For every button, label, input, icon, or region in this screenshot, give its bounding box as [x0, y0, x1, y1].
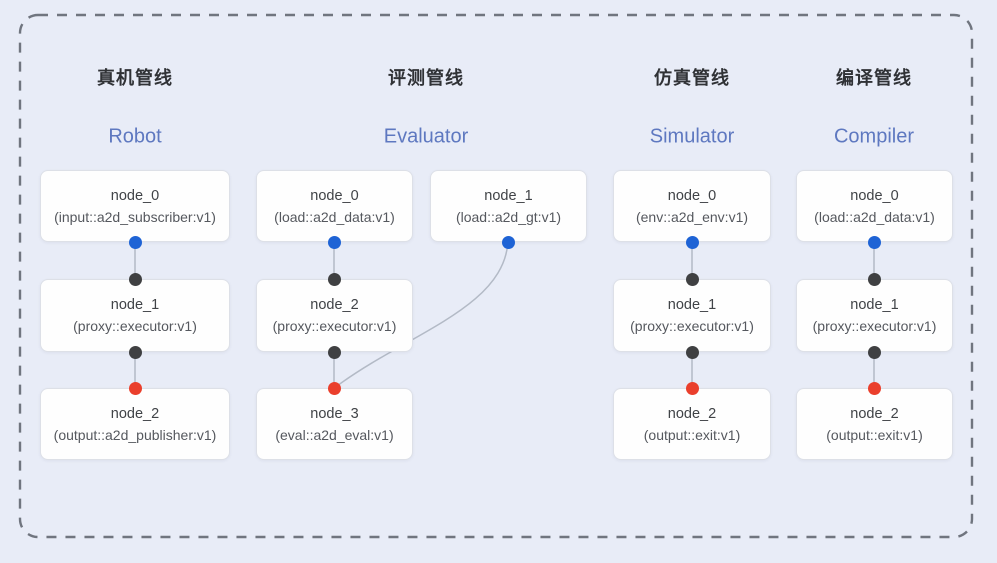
pipeline-title-en-simulator: Simulator [649, 125, 735, 148]
node-title: node_2 [667, 405, 717, 422]
graph-node-compiler-node_2[interactable]: node_2(output::exit:v1) [796, 388, 953, 460]
node-title: node_1 [850, 297, 899, 313]
node-title: node_3 [310, 405, 359, 422]
node-title: node_0 [667, 187, 717, 204]
graph-node-robot-node_0[interactable]: node_0(input::a2d_subscriber:v1) [40, 170, 230, 242]
port-dot-black-compiler-node_1-bottom[interactable] [868, 345, 881, 359]
node-subtitle: (proxy::executor:v1) [73, 318, 197, 334]
graph-node-evaluator-node_1[interactable]: node_1(load::a2d_gt:v1) [430, 170, 587, 242]
node-title: node_1 [667, 297, 717, 313]
graph-node-simulator-node_1[interactable]: node_1(proxy::executor:v1) [613, 279, 771, 352]
node-subtitle: (env::a2d_env:v1) [635, 208, 749, 225]
port-dot-red-evaluator-node_3-top[interactable] [328, 381, 341, 395]
node-subtitle: (load::a2d_data:v1) [814, 208, 935, 225]
port-dot-blue-robot-node_0-bottom[interactable] [128, 235, 142, 249]
graph-node-robot-node_1[interactable]: node_1(proxy::executor:v1) [40, 279, 230, 352]
node-title: node_2 [850, 405, 899, 422]
node-title: node_2 [110, 405, 160, 422]
node-subtitle: (output::a2d_publisher:v1) [53, 426, 217, 443]
graph-node-simulator-node_2[interactable]: node_2(output::exit:v1) [613, 388, 771, 460]
port-dot-blue-evaluator-node_0-bottom[interactable] [328, 235, 341, 249]
node-title: node_1 [110, 297, 160, 313]
port-dot-black-evaluator-node_2-top[interactable] [328, 272, 341, 286]
pipeline-title-en-robot: Robot [108, 125, 162, 148]
node-subtitle: (eval::a2d_eval:v1) [275, 426, 394, 443]
port-dot-black-compiler-node_1-top[interactable] [868, 272, 881, 286]
pipeline-title-zh-robot: 真机管线 [97, 68, 173, 88]
node-subtitle: (output::exit:v1) [643, 426, 741, 443]
dashed-border [18, 13, 974, 539]
port-dot-red-robot-node_2-top[interactable] [128, 381, 142, 395]
port-dot-blue-compiler-node_0-bottom[interactable] [868, 235, 881, 249]
port-dot-black-robot-node_1-bottom[interactable] [128, 345, 142, 359]
port-dot-black-simulator-node_1-bottom[interactable] [685, 345, 699, 359]
graph-node-evaluator-node_3[interactable]: node_3(eval::a2d_eval:v1) [256, 388, 413, 460]
graph-node-compiler-node_0[interactable]: node_0(load::a2d_data:v1) [796, 170, 953, 242]
port-dot-black-robot-node_1-top[interactable] [128, 272, 142, 286]
port-dot-red-simulator-node_2-top[interactable] [685, 381, 699, 395]
pipeline-title-zh-evaluator: 评测管线 [388, 68, 464, 88]
node-title: node_2 [310, 297, 359, 313]
node-subtitle: (proxy::executor:v1) [630, 318, 754, 334]
port-dot-black-simulator-node_1-top[interactable] [685, 272, 699, 286]
node-subtitle: (input::a2d_subscriber:v1) [54, 208, 216, 225]
graph-node-evaluator-node_0[interactable]: node_0(load::a2d_data:v1) [256, 170, 413, 242]
pipeline-title-en-compiler: Compiler [833, 125, 915, 148]
node-subtitle: (load::a2d_data:v1) [274, 208, 395, 225]
port-dot-red-compiler-node_2-top[interactable] [868, 381, 881, 395]
node-subtitle: (proxy::executor:v1) [272, 318, 397, 334]
node-subtitle: (output::exit:v1) [826, 426, 923, 443]
port-dot-blue-evaluator-node_1-bottom[interactable] [502, 235, 515, 249]
port-dot-black-evaluator-node_2-bottom[interactable] [328, 345, 341, 359]
node-title: node_1 [484, 187, 533, 204]
node-title: node_0 [850, 187, 899, 204]
graph-node-compiler-node_1[interactable]: node_1(proxy::executor:v1) [796, 279, 953, 352]
node-subtitle: (proxy::executor:v1) [812, 318, 937, 334]
node-subtitle: (load::a2d_gt:v1) [455, 208, 562, 225]
node-title: node_0 [310, 187, 359, 204]
graph-node-simulator-node_0[interactable]: node_0(env::a2d_env:v1) [613, 170, 771, 242]
graph-node-robot-node_2[interactable]: node_2(output::a2d_publisher:v1) [40, 388, 230, 460]
edge-evaluator-2 [336, 241, 509, 387]
graph-node-evaluator-node_2[interactable]: node_2(proxy::executor:v1) [256, 279, 413, 352]
pipeline-title-en-evaluator: Evaluator [383, 125, 469, 148]
pipeline-title-zh-simulator: 仿真管线 [654, 68, 730, 88]
port-dot-blue-simulator-node_0-bottom[interactable] [685, 235, 699, 249]
node-title: node_0 [110, 187, 160, 204]
pipeline-title-zh-compiler: 编译管线 [836, 68, 912, 88]
